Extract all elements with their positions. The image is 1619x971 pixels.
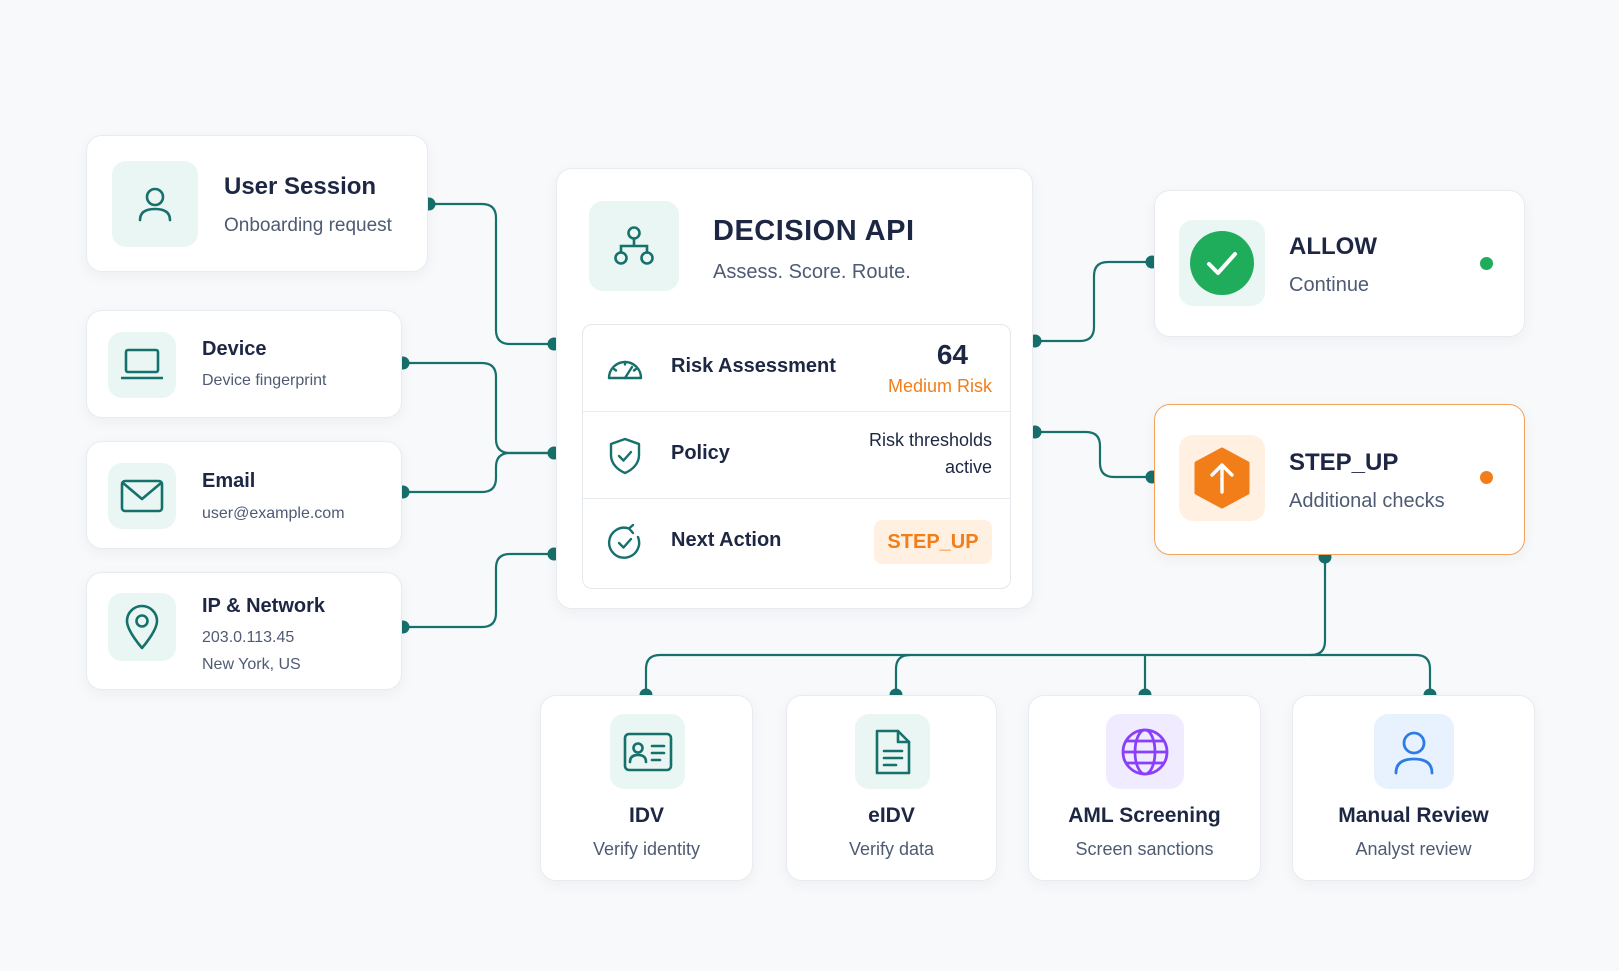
idv-subtitle: Verify identity	[592, 839, 701, 859]
connector-step-up	[1035, 430, 1152, 479]
globe-icon	[1106, 714, 1184, 789]
policy-status-line1: Risk thresholds	[868, 430, 992, 450]
decision-api-details: Risk Assessment 64 Medium Risk Policy Ri…	[582, 324, 1011, 589]
id-card-icon	[610, 714, 685, 789]
risk-score: 64	[936, 339, 968, 370]
decision-api-title: DECISION API	[713, 215, 915, 247]
user-session-card[interactable]: User Session Onboarding request	[86, 135, 428, 272]
refresh-check-icon	[607, 523, 641, 559]
connector-device	[403, 361, 554, 455]
user-icon	[112, 161, 198, 247]
manual-review-subtitle: Analyst review	[1355, 839, 1472, 859]
connector-user-session	[429, 202, 554, 346]
risk-level: Medium Risk	[887, 376, 992, 396]
eidv-subtitle: Verify data	[848, 839, 935, 859]
device-card[interactable]: Device Device fingerprint	[86, 310, 402, 418]
ip-location: New York, US	[202, 656, 301, 673]
email-title: Email	[202, 470, 256, 492]
ip-address: 203.0.113.45	[202, 629, 295, 646]
idv-title: IDV	[628, 804, 664, 827]
connector-checks-trunk	[644, 557, 1327, 695]
connector-email	[403, 451, 554, 494]
eidv-title: eIDV	[868, 804, 915, 827]
email-card[interactable]: Email user@example.com	[86, 441, 402, 549]
laptop-icon	[108, 332, 176, 398]
user-session-title: User Session	[224, 173, 377, 200]
step-up-subtitle: Additional checks	[1289, 490, 1445, 512]
device-title: Device	[202, 338, 267, 360]
device-subtitle: Device fingerprint	[202, 372, 327, 389]
aml-subtitle: Screen sanctions	[1075, 839, 1214, 859]
allow-subtitle: Continue	[1289, 274, 1370, 296]
next-action-label: Next Action	[671, 529, 782, 551]
flow-tree-icon	[589, 201, 679, 291]
check-card-idv[interactable]: IDV Verify identity	[540, 695, 753, 881]
gauge-icon	[607, 360, 643, 380]
connector-ip-network	[403, 552, 554, 629]
connector-allow	[1035, 260, 1152, 343]
manual-review-title: Manual Review	[1338, 804, 1489, 827]
document-icon	[855, 714, 930, 789]
next-action-row: Next Action STEP_UP	[583, 499, 1010, 585]
step-up-card[interactable]: STEP_UP Additional checks	[1154, 404, 1525, 555]
check-card-aml[interactable]: AML Screening Screen sanctions	[1028, 695, 1261, 881]
check-circle-icon	[1179, 220, 1265, 306]
allow-status-dot	[1480, 257, 1493, 270]
decision-api-subtitle: Assess. Score. Route.	[713, 261, 911, 283]
allow-title: ALLOW	[1289, 233, 1377, 260]
arrow-up-hexagon-icon	[1179, 435, 1265, 521]
check-card-eidv[interactable]: eIDV Verify data	[786, 695, 997, 881]
step-up-title: STEP_UP	[1289, 449, 1399, 476]
email-subtitle: user@example.com	[202, 505, 345, 522]
connector-check-edv	[894, 653, 911, 695]
user-icon	[1374, 714, 1454, 789]
next-action-badge: STEP_UP	[874, 520, 992, 564]
shield-check-icon	[609, 437, 641, 475]
ip-network-card[interactable]: IP & Network 203.0.113.45 New York, US	[86, 572, 402, 690]
allow-card[interactable]: ALLOW Continue	[1154, 190, 1525, 337]
risk-assessment-row: Risk Assessment 64 Medium Risk	[583, 325, 1010, 412]
decision-api-card: DECISION API Assess. Score. Route. Risk …	[556, 168, 1033, 609]
check-card-manual-review[interactable]: Manual Review Analyst review	[1292, 695, 1535, 881]
user-session-subtitle: Onboarding request	[224, 215, 392, 236]
policy-row: Policy Risk thresholds active	[583, 412, 1010, 499]
ip-network-title: IP & Network	[202, 595, 325, 617]
mail-icon	[108, 463, 176, 529]
risk-assessment-label: Risk Assessment	[671, 355, 836, 377]
aml-title: AML Screening	[1068, 804, 1221, 827]
policy-status-line2: active	[944, 457, 992, 477]
connector-check-review	[1311, 653, 1432, 695]
step-up-status-dot	[1480, 471, 1493, 484]
policy-label: Policy	[671, 442, 730, 464]
map-pin-icon	[108, 593, 176, 661]
